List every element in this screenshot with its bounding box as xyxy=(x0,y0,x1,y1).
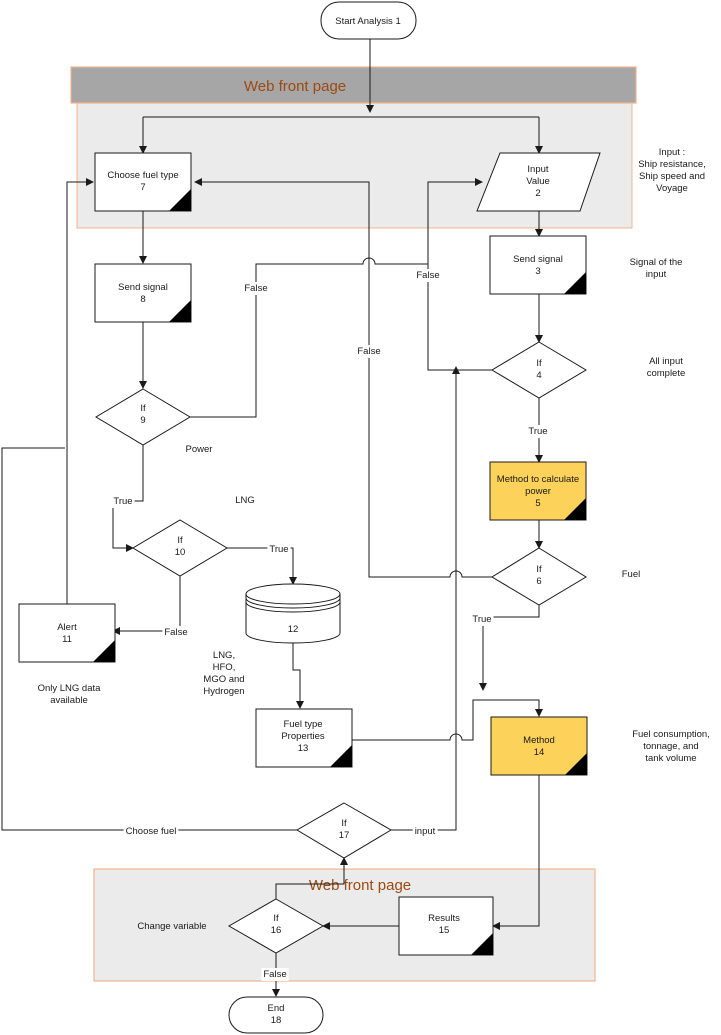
edge-label-choose-fuel: Choose fuel xyxy=(126,826,177,837)
edge-label-true-9: True xyxy=(113,496,132,507)
edge-label-bg xyxy=(162,626,190,639)
edge-label-bg xyxy=(242,282,270,295)
edge-label-input: input xyxy=(415,826,436,837)
band-title-bottom: Web front page xyxy=(309,877,411,894)
edge-label-false-6: False xyxy=(357,346,380,357)
note-change-variable: Change variable xyxy=(137,921,206,932)
edge-label-bg xyxy=(267,543,291,556)
edge-label-false-16: False xyxy=(263,969,286,980)
web-front-page-bottom: Web front page xyxy=(93,868,596,982)
edge-label-bg xyxy=(123,825,179,838)
edge-label-true-6: True xyxy=(472,614,491,625)
edge-labels: False False False True True True False T… xyxy=(111,269,550,981)
edge-label-false-10: False xyxy=(164,627,187,638)
edge-label-bg xyxy=(261,968,289,981)
start-label: Start Analysis 1 xyxy=(335,16,400,27)
edge-label-bg xyxy=(355,345,383,358)
database-12-node: 12 xyxy=(245,583,341,644)
edge-label-false-9: False xyxy=(244,283,267,294)
note-lng: LNG xyxy=(235,495,255,506)
start-node: Start Analysis 1 xyxy=(320,1,417,40)
database-12-label: 12 xyxy=(288,624,299,635)
edge-label-bg xyxy=(526,425,550,438)
edge-label-bg xyxy=(470,613,494,626)
edge-label-bg xyxy=(412,825,438,838)
edge-label-bg xyxy=(414,269,442,282)
note-fuel: Fuel xyxy=(622,569,640,580)
edge-label-bg xyxy=(111,495,135,508)
edge-label-true-4: True xyxy=(528,426,547,437)
edge-label-true-10: True xyxy=(269,544,288,555)
band-title-top: Web front page xyxy=(244,78,346,95)
note-power: Power xyxy=(186,444,213,455)
edge-label-false-4: False xyxy=(416,270,439,281)
